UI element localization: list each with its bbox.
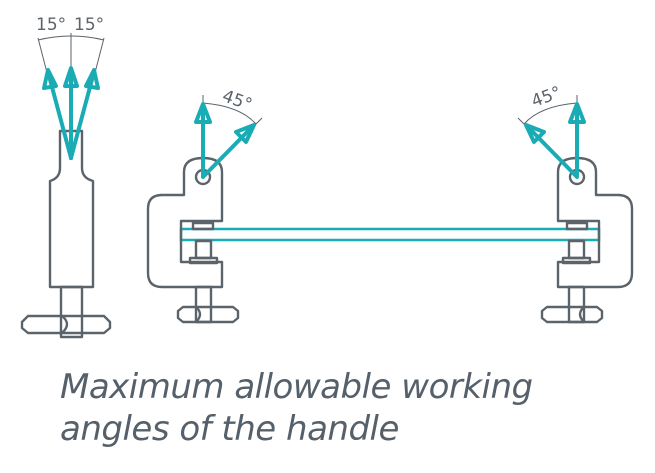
caption-line-1: Maximum allowable working: [60, 367, 533, 407]
side-view-arrows: [42, 66, 100, 160]
side-view-clamp: 15° 15°: [20, 15, 112, 339]
clamp-angle-label-right: 45°: [529, 83, 564, 112]
caption-line-2: angles of the handle: [60, 409, 399, 449]
handle-bar: [179, 227, 601, 242]
angle-label-left: 15°: [36, 15, 66, 35]
front-clamp-right: [516, 93, 634, 324]
front-clamp-left: [146, 93, 264, 324]
angle-label-right: 15°: [74, 15, 104, 35]
clamp-angle-label-left: 45°: [220, 86, 255, 115]
